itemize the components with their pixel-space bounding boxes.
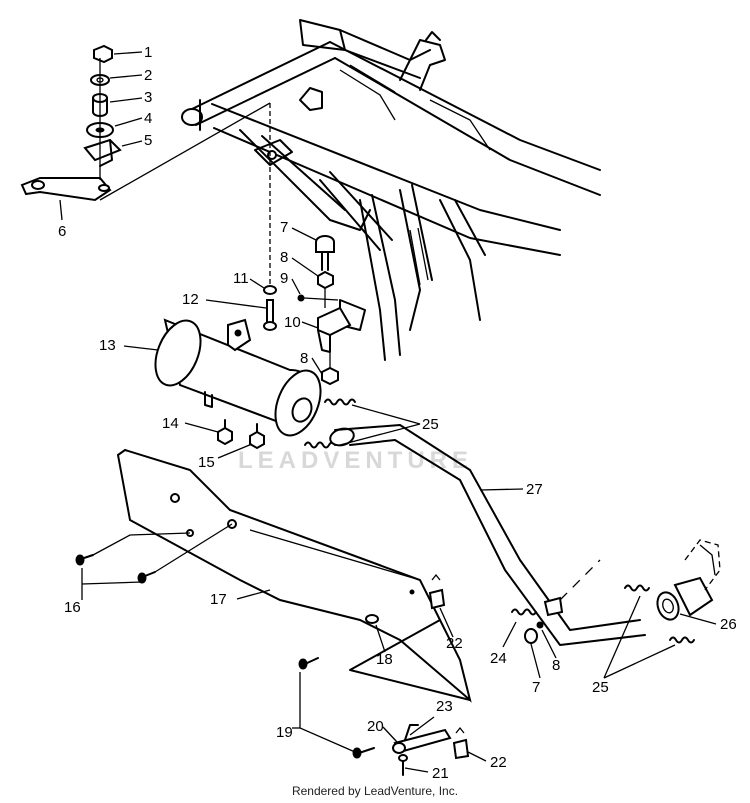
mount-stack	[20, 44, 271, 202]
callout-4: 4	[144, 110, 152, 127]
bolt-part-14	[217, 426, 233, 446]
bracket-part-10	[317, 306, 352, 337]
callout-5: 5	[144, 132, 152, 149]
callout-17: 17	[210, 591, 227, 608]
callout-27: 27	[526, 481, 543, 498]
gasket-part-26	[656, 539, 721, 621]
nut-part-8b	[321, 366, 339, 386]
callout-22-upper: 22	[446, 635, 463, 652]
callout-14: 14	[162, 415, 179, 432]
watermark-text: LEADVENTURE	[238, 447, 473, 474]
bolt-part-7a	[315, 235, 335, 253]
nut-part-8a	[317, 270, 334, 290]
washer-part-20	[392, 742, 406, 754]
washer-part-18	[365, 614, 379, 624]
screw-part-9	[297, 294, 305, 302]
muffler-bolts	[217, 419, 265, 450]
callout-23: 23	[436, 698, 453, 715]
muffler-part-13	[154, 318, 322, 437]
clip-part-22b	[452, 726, 470, 760]
callout-7-lower: 7	[532, 679, 540, 696]
callout-2: 2	[144, 67, 152, 84]
callout-22-lower: 22	[490, 754, 507, 771]
exhaust-pipe-part-27	[329, 424, 646, 646]
callout-25-upper: 25	[422, 416, 439, 433]
heat-shield-part-17	[116, 448, 472, 703]
callout-8-mid: 8	[300, 350, 308, 367]
callout-10: 10	[284, 314, 301, 331]
callout-16: 16	[64, 599, 81, 616]
springs-upper	[304, 398, 356, 449]
springs-lower	[511, 584, 695, 644]
callout-8-lower: 8	[552, 657, 560, 674]
bolt-part-7b	[524, 628, 538, 644]
screws-part-16	[75, 523, 233, 600]
callout-25-lower: 25	[592, 679, 609, 696]
callout-3: 3	[144, 89, 152, 106]
leader-lines	[59, 51, 717, 773]
callout-15: 15	[198, 454, 215, 471]
callout-11: 11	[233, 270, 249, 287]
callout-19: 19	[276, 724, 293, 741]
footer-credit: Rendered by LeadVenture, Inc.	[291, 784, 459, 798]
callout-labels: 1 2 3 4 5 6 7 8 9 10 11 12 8 13 14 15 25…	[58, 44, 737, 782]
muffler-mount-hardware	[263, 103, 352, 386]
washer-part-11	[263, 285, 277, 295]
callout-24: 24	[490, 650, 507, 667]
callout-21: 21	[432, 765, 449, 782]
callout-6: 6	[58, 223, 66, 240]
nut-part-8c	[536, 621, 544, 629]
bracket-part-5	[83, 138, 122, 162]
nut-part-1	[93, 44, 113, 64]
callout-18: 18	[376, 651, 393, 668]
callout-8-upper: 8	[280, 249, 288, 266]
callout-12: 12	[182, 291, 199, 308]
callout-13: 13	[99, 337, 116, 354]
callout-1: 1	[144, 44, 152, 61]
callout-26: 26	[720, 616, 737, 633]
clip-part-22a	[428, 573, 446, 610]
callout-20: 20	[367, 718, 384, 735]
bolt-part-15	[249, 430, 265, 450]
callout-7-upper: 7	[280, 219, 288, 236]
callout-9: 9	[280, 270, 288, 287]
frame-assembly	[181, 19, 601, 361]
